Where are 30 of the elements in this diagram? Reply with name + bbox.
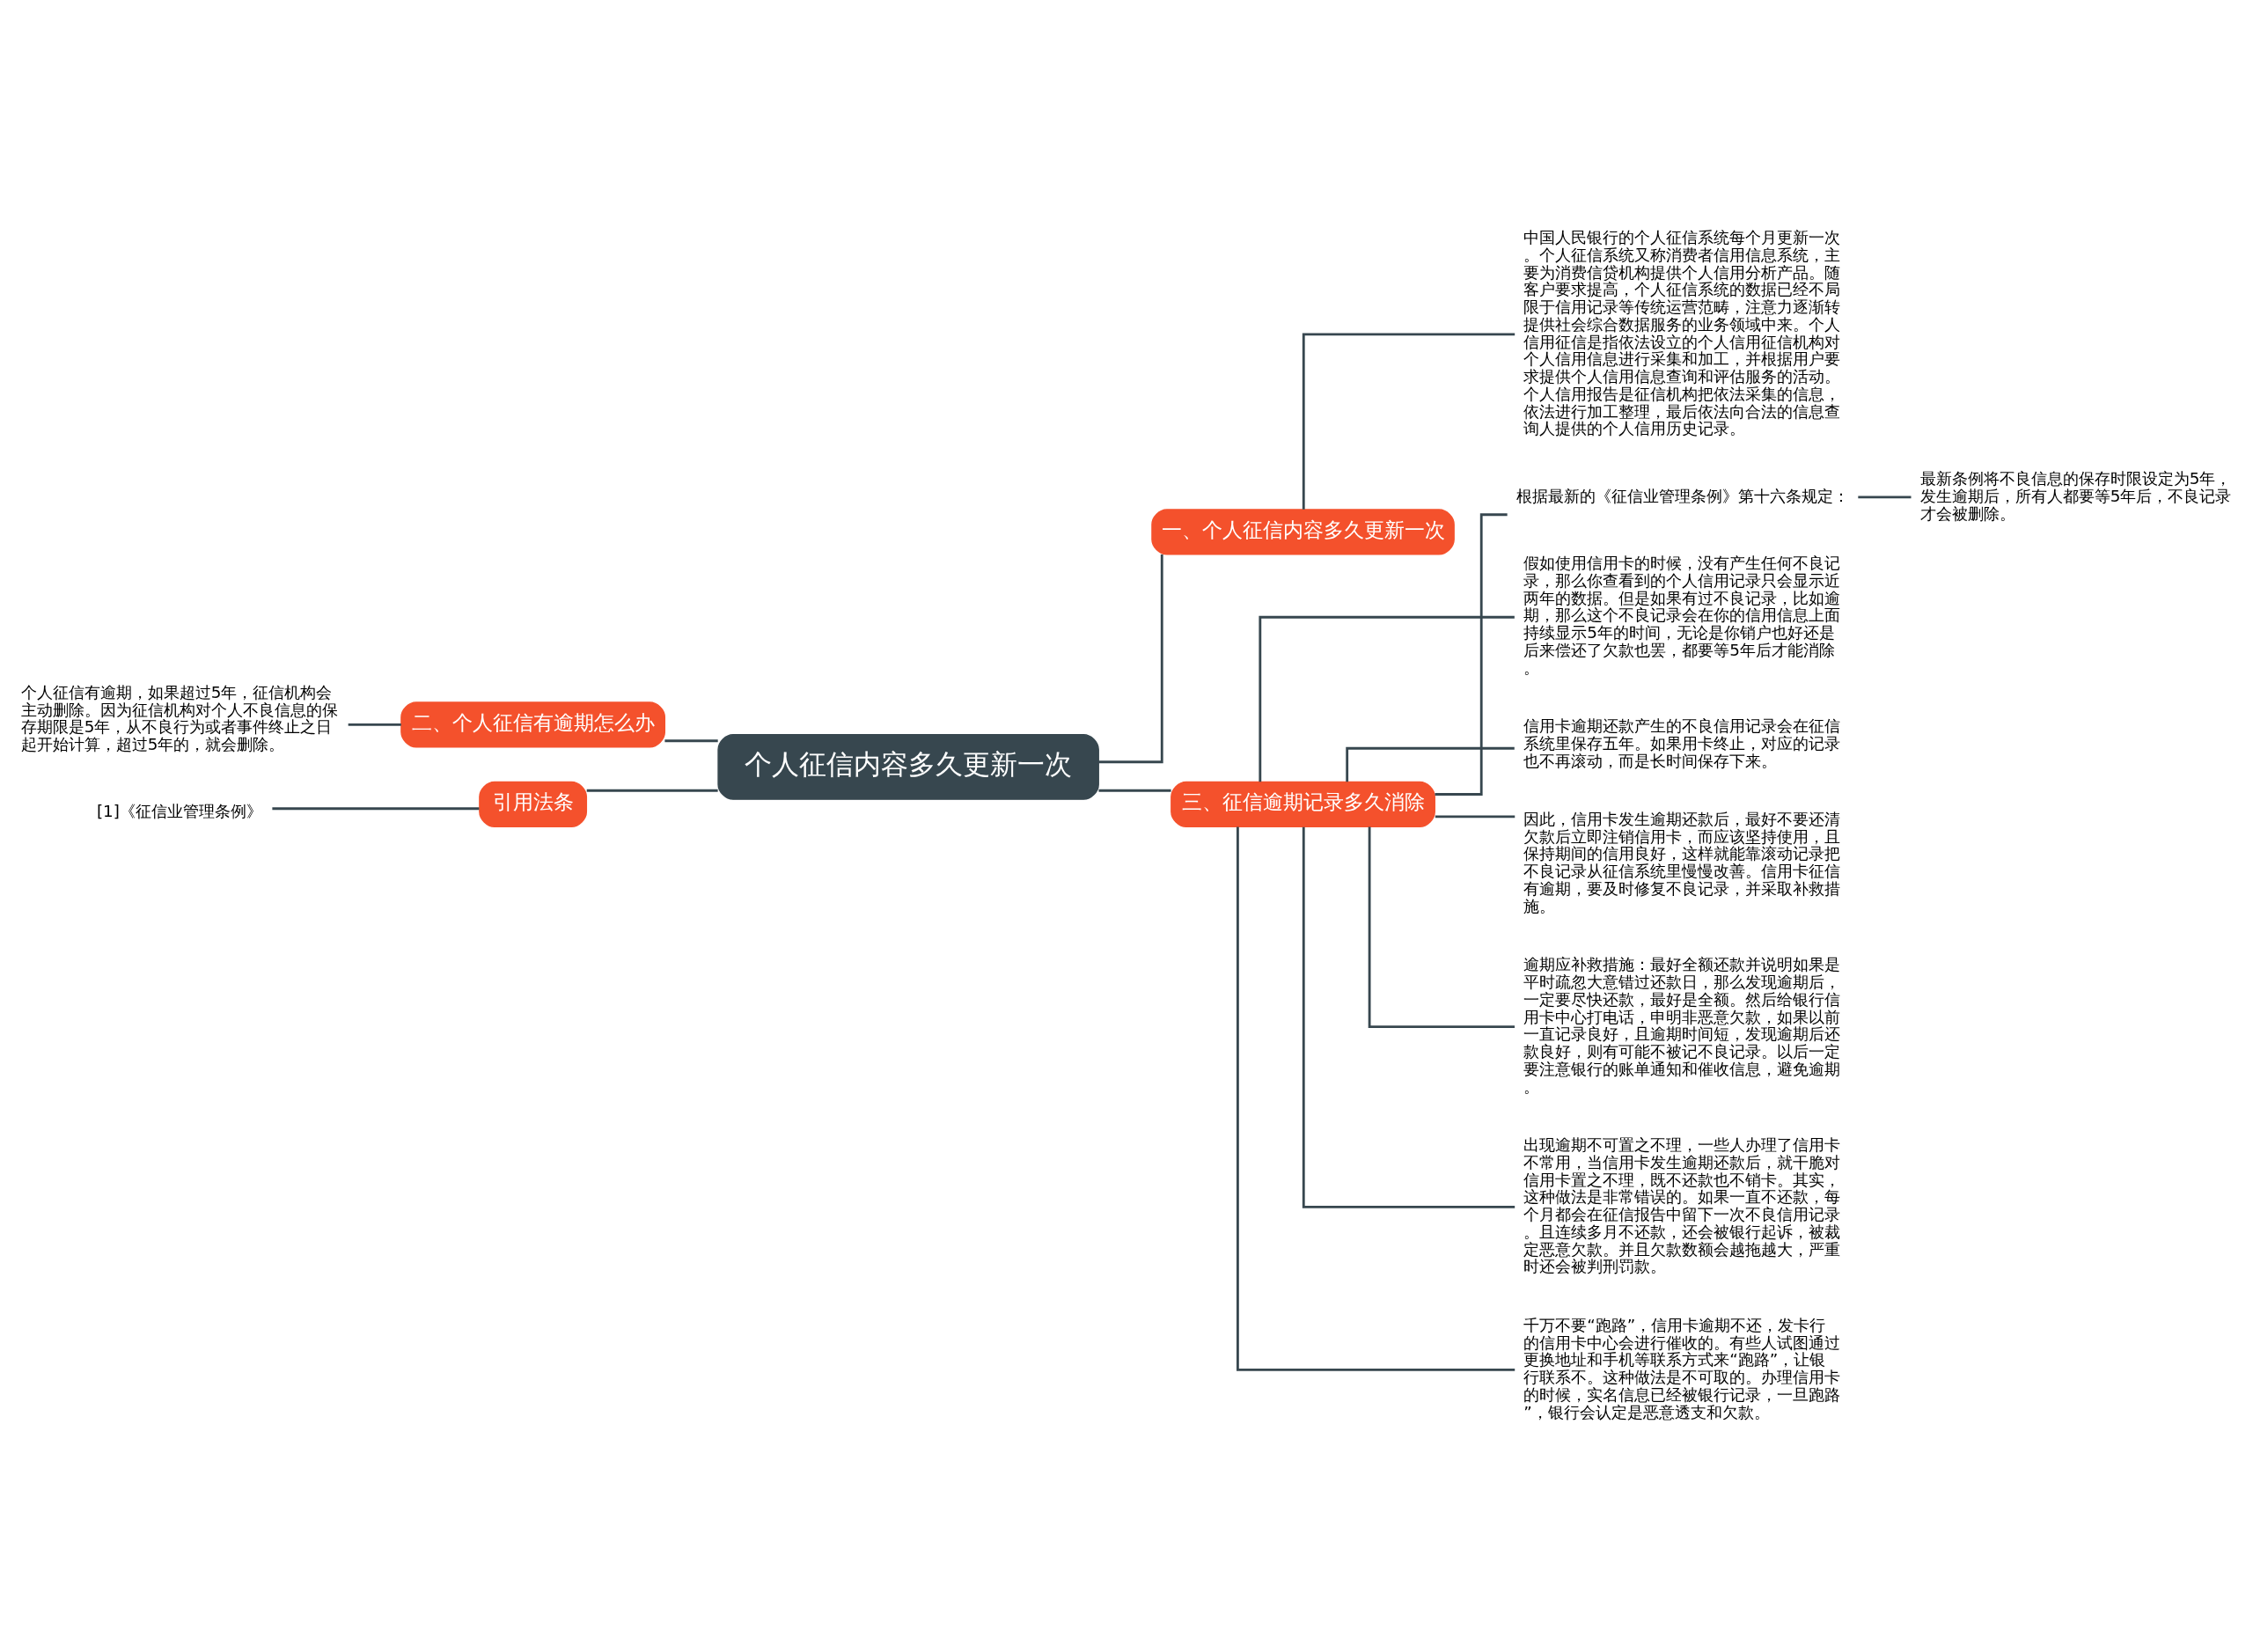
node-text: 中国人民银行的个人征信系统每个月更新一次。个人征信系统又称消费者信用信息系统，主要为消费信贷机构提供个人信用分析产品。随客户要求提高，个人征信系统的数据已经不局限于信用记录等传统运营范畴，注意力逐渐转提供社会综合数据服务的业务领域中来。个人信用征信是指依法设立的个人信用征信机构对个人信用信息进行采集和加工，并根据用户要求提供个人信用信息查询和评估服务的活动。个人信用报告是征信机构把依法采集的信息，依法进行加工整理，最后依法向合法的信息查询人提供的个人信用历史记录。 bbox=[1523, 227, 1841, 438]
connector bbox=[1346, 746, 1515, 782]
node-text: 出现逾期不可置之不理，一些人办理了信用卡不常用，当信用卡发生逾期还款后，就干脆对信用卡置之不理，既不还款也不销卡。其实，这种做法是非常错误的。如果一直不还款，每个月都会在征信报告中留下一次不良信用记录。且连续多月不还款，还会被银行起诉，被裁定恶意欠款。并且欠款数额会越拖越大，严重时还会被判刑罚款。 bbox=[1523, 1134, 1841, 1276]
node-box: 三、征信逾期记录多久消除 bbox=[1171, 781, 1435, 827]
node-text: 假如使用信用卡的时候，没有产生任何不良记录，那么你查看到的个人信用记录只会显示近两年的数据。但是如果有过不良记录，比如逾期，那么这个不良记录会在你的信用信息上面持续显示5年的时间，无论是你销户也好还是后来偿还了欠款也罢，都要等5年后才能消除。 bbox=[1523, 554, 1841, 677]
node-box: 引用法条 bbox=[479, 781, 588, 827]
connector bbox=[1858, 496, 1912, 499]
connector bbox=[272, 807, 480, 811]
connector bbox=[1098, 554, 1163, 764]
node-text: 千万不要“跑路”，信用卡逾期不还，发卡行的信用卡中心会进行催收的。有些人试图通过更换地址和手机等联系方式来“跑路”，让银行联系不。这种做法是不可取的。办理信用卡的时候，实名信息已经被银行记录，一旦跑路”，银行会认定是恶意透支和欠款。 bbox=[1523, 1315, 1841, 1421]
connector bbox=[348, 723, 401, 726]
connector bbox=[586, 789, 718, 792]
connector bbox=[1435, 815, 1515, 819]
node-text: 因此，信用卡发生逾期还款后，最好不要还清欠款后立即注销信用卡，而应该坚持使用，且保持期间的信用良好，这样就能靠滚动记录把不良记录从征信系统里慢慢改善。信用卡征信有逾期，要及时修复不良记录，并采取补救措施。 bbox=[1523, 809, 1841, 915]
connector bbox=[1259, 615, 1515, 782]
connector bbox=[1302, 333, 1515, 510]
connector bbox=[1098, 789, 1171, 792]
node-text: 最新条例将不良信息的保存时限设定为5年，发生逾期后，所有人都要等5年后，不良记录才会被删除。 bbox=[1919, 468, 2232, 523]
node-box: 一、个人征信内容多久更新一次 bbox=[1151, 509, 1455, 555]
node-text: 逾期应补救措施：最好全额还款并说明如果是平时疏忽大意错过还款日，那么发现逾期后，一定要尽快还款，最好是全额。然后给银行信用卡中心打电话，申明非恶意欠款，如果以前一直记录良好，且逾期时间短，发现逾期后还款良好，则有可能不被记不良记录。以后一定要注意银行的账单通知和催收信息，避免逾期。 bbox=[1523, 955, 1841, 1096]
connector bbox=[1368, 826, 1515, 1028]
node-text: 信用卡逾期还款产生的不良信用记录会在征信系统里保存五年。如果用卡终止，对应的记录也不再滚动，而是长时间保存下来。 bbox=[1523, 716, 1841, 770]
connector bbox=[1237, 826, 1515, 1371]
connector bbox=[664, 739, 718, 743]
node-box: 二、个人征信有逾期怎么办 bbox=[400, 701, 666, 748]
node-box: 个人征信内容多久更新一次 bbox=[717, 734, 1099, 800]
node-text: 根据最新的《征信业管理条例》第十六条规定： bbox=[1515, 486, 1849, 505]
connector bbox=[1302, 826, 1515, 1208]
node-text: [1]《征信业管理条例》 bbox=[96, 802, 262, 821]
node-text: 个人征信有逾期，如果超过5年，征信机构会主动删除。因为征信机构对个人不良信息的保存期限是5年，从不良行为或者事件终止之日起开始计算，超过5年的，就会删除。 bbox=[20, 682, 338, 754]
